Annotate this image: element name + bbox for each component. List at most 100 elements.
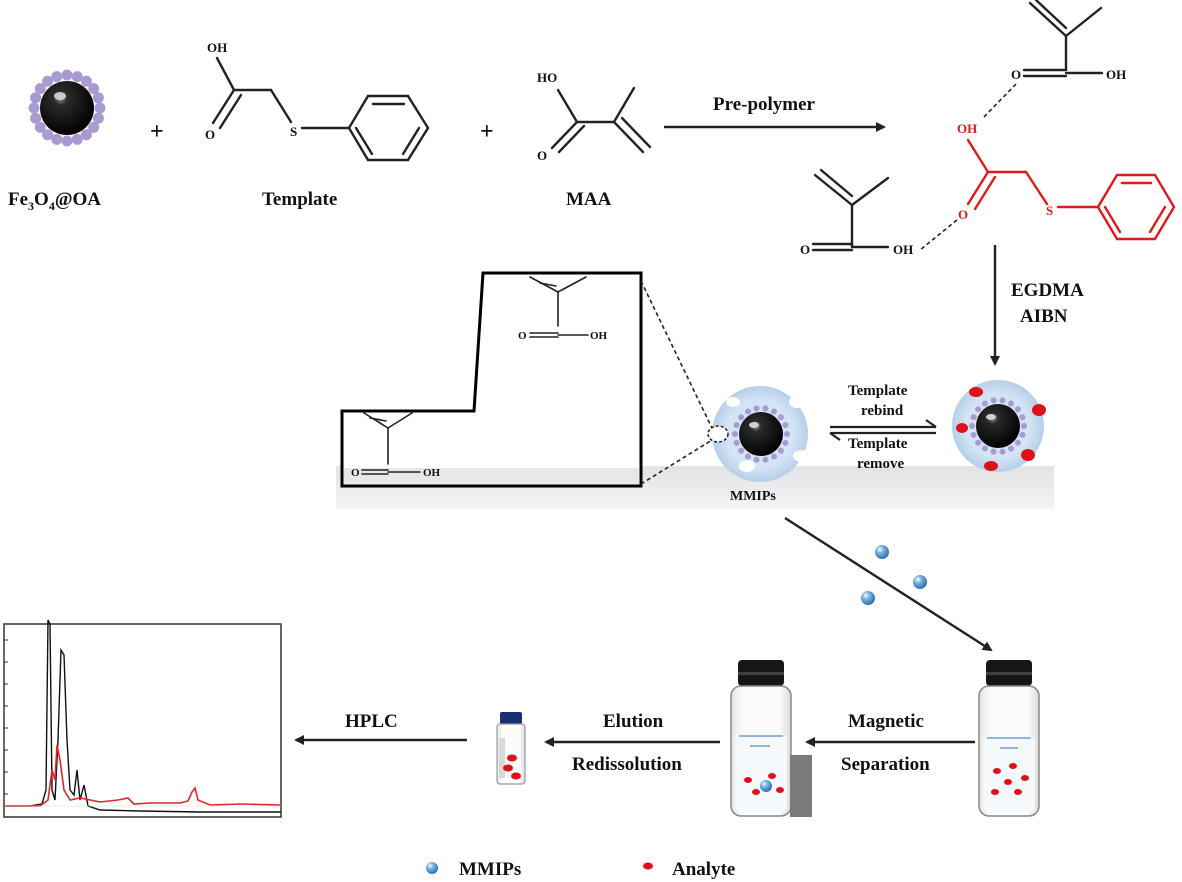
aibn-label: AIBN [1020, 306, 1068, 327]
ligand-dot [94, 102, 106, 114]
ligand-dot [982, 400, 988, 407]
atom-oh-inset-lower: OH [423, 467, 441, 479]
legend-analyte-icon [643, 862, 653, 870]
ligand-dot [1019, 414, 1026, 421]
ligand-dot [92, 92, 104, 104]
atom-o-inset-lower: O [351, 467, 360, 479]
atom-oh-upper: OH [1106, 67, 1126, 82]
ligand-dot [733, 422, 740, 429]
template-molecule: OH O S [205, 40, 430, 162]
ligand-dot [753, 405, 760, 412]
remove-label-2: remove [857, 456, 905, 472]
atom-o-maa: O [537, 148, 547, 163]
magnetic-label: Magnetic [848, 711, 924, 732]
cavity-zoom-inset: O OH O OH [340, 271, 643, 488]
ligand-dot [42, 75, 54, 87]
egdma-label: EGDMA [1011, 280, 1084, 301]
ligand-dot [92, 112, 104, 124]
atom-oh: OH [207, 40, 227, 55]
mmip-particle-icon [861, 591, 875, 605]
remove-label-1: Template [848, 436, 908, 452]
ligand-dot [733, 439, 740, 446]
ligand-dot [1019, 431, 1026, 438]
mmip-particle-icon [913, 575, 927, 589]
rebind-label-1: Template [848, 383, 908, 399]
oleic-acid-ligands [28, 69, 106, 147]
ligand-dot [61, 69, 73, 81]
maa-molecule: HO O [537, 70, 652, 163]
atom-oh-inset-upper: OH [590, 330, 608, 342]
ligand-dot [51, 71, 63, 83]
core-label: Fe3O4@OA [8, 189, 101, 213]
atom-o-upper: O [1011, 67, 1021, 82]
ligand-dot [51, 133, 63, 145]
chromatogram-icon [3, 619, 282, 818]
ligand-dot [34, 121, 46, 133]
plus-sign-2: + [480, 119, 494, 145]
ligand-dot [1021, 423, 1027, 429]
mmips-caption: MMIPs [730, 489, 776, 504]
redissolution-label: Redissolution [572, 754, 682, 775]
atom-o-inset-upper: O [518, 330, 527, 342]
legend: MMIPs Analyte [426, 859, 735, 880]
ligand-dot [1014, 439, 1021, 446]
ligand-dot [999, 448, 1006, 455]
legend-mmips-label: MMIPs [459, 859, 521, 880]
ligand-dot [30, 112, 42, 124]
atom-s: S [290, 124, 297, 139]
ligand-dot [30, 92, 42, 104]
ligand-dot [738, 447, 745, 454]
ligand-dot [1008, 400, 1014, 407]
atom-o-template: O [958, 207, 968, 222]
elution-label: Elution [603, 711, 664, 732]
ligand-dot [762, 405, 769, 412]
ligand-dot [782, 422, 789, 429]
ligand-dot [990, 448, 997, 455]
equilibrium-arrows [829, 419, 937, 441]
ligand-dot [34, 83, 46, 95]
ligand-dot [1014, 406, 1021, 413]
ligand-dot [975, 406, 982, 413]
ligand-dot [982, 445, 988, 452]
template-label: Template [262, 189, 337, 210]
ligand-dot [782, 439, 789, 446]
ligand-dot [88, 121, 100, 133]
ligand-dot [71, 133, 83, 145]
ligand-dot [732, 431, 738, 437]
hplc-label: HPLC [345, 711, 398, 732]
zoom-line-top [640, 280, 713, 429]
ligand-dot [970, 414, 977, 421]
plus-sign-1: + [150, 119, 164, 145]
rebind-label-2: rebind [861, 403, 904, 419]
ligand-dot [777, 447, 784, 454]
magnet-icon [790, 755, 812, 817]
ligand-dot [745, 408, 751, 415]
legend-mmips-icon [426, 862, 438, 874]
vial-magnet-icon [730, 660, 812, 817]
ligand-dot [80, 75, 92, 87]
ligand-dot [784, 431, 790, 437]
ligand-dot [999, 397, 1006, 404]
ligand-dot [771, 453, 777, 460]
ligand-dot [990, 397, 997, 404]
mmip-bead-loaded-icon [952, 380, 1046, 472]
ligand-dot [777, 414, 784, 421]
ligand-dot [969, 423, 975, 429]
separation-label: Separation [841, 754, 930, 775]
mmip-bead-icon [707, 386, 811, 482]
prepolymer-label: Pre-polymer [713, 94, 816, 115]
atom-o: O [205, 127, 215, 142]
ligand-dot [28, 102, 40, 114]
ligand-dot [42, 129, 54, 141]
ligand-dot [975, 439, 982, 446]
ligand-dot [762, 456, 769, 463]
atom-ho: HO [537, 70, 557, 85]
ligand-dot [80, 129, 92, 141]
prepolymer-complex: O OH OH O S O OH [800, 0, 1176, 257]
atom-o-lower: O [800, 242, 810, 257]
ligand-dot [738, 414, 745, 421]
atom-oh-lower: OH [893, 242, 913, 257]
mmip-particle-icon [875, 545, 889, 559]
ligand-dot [1008, 445, 1014, 452]
